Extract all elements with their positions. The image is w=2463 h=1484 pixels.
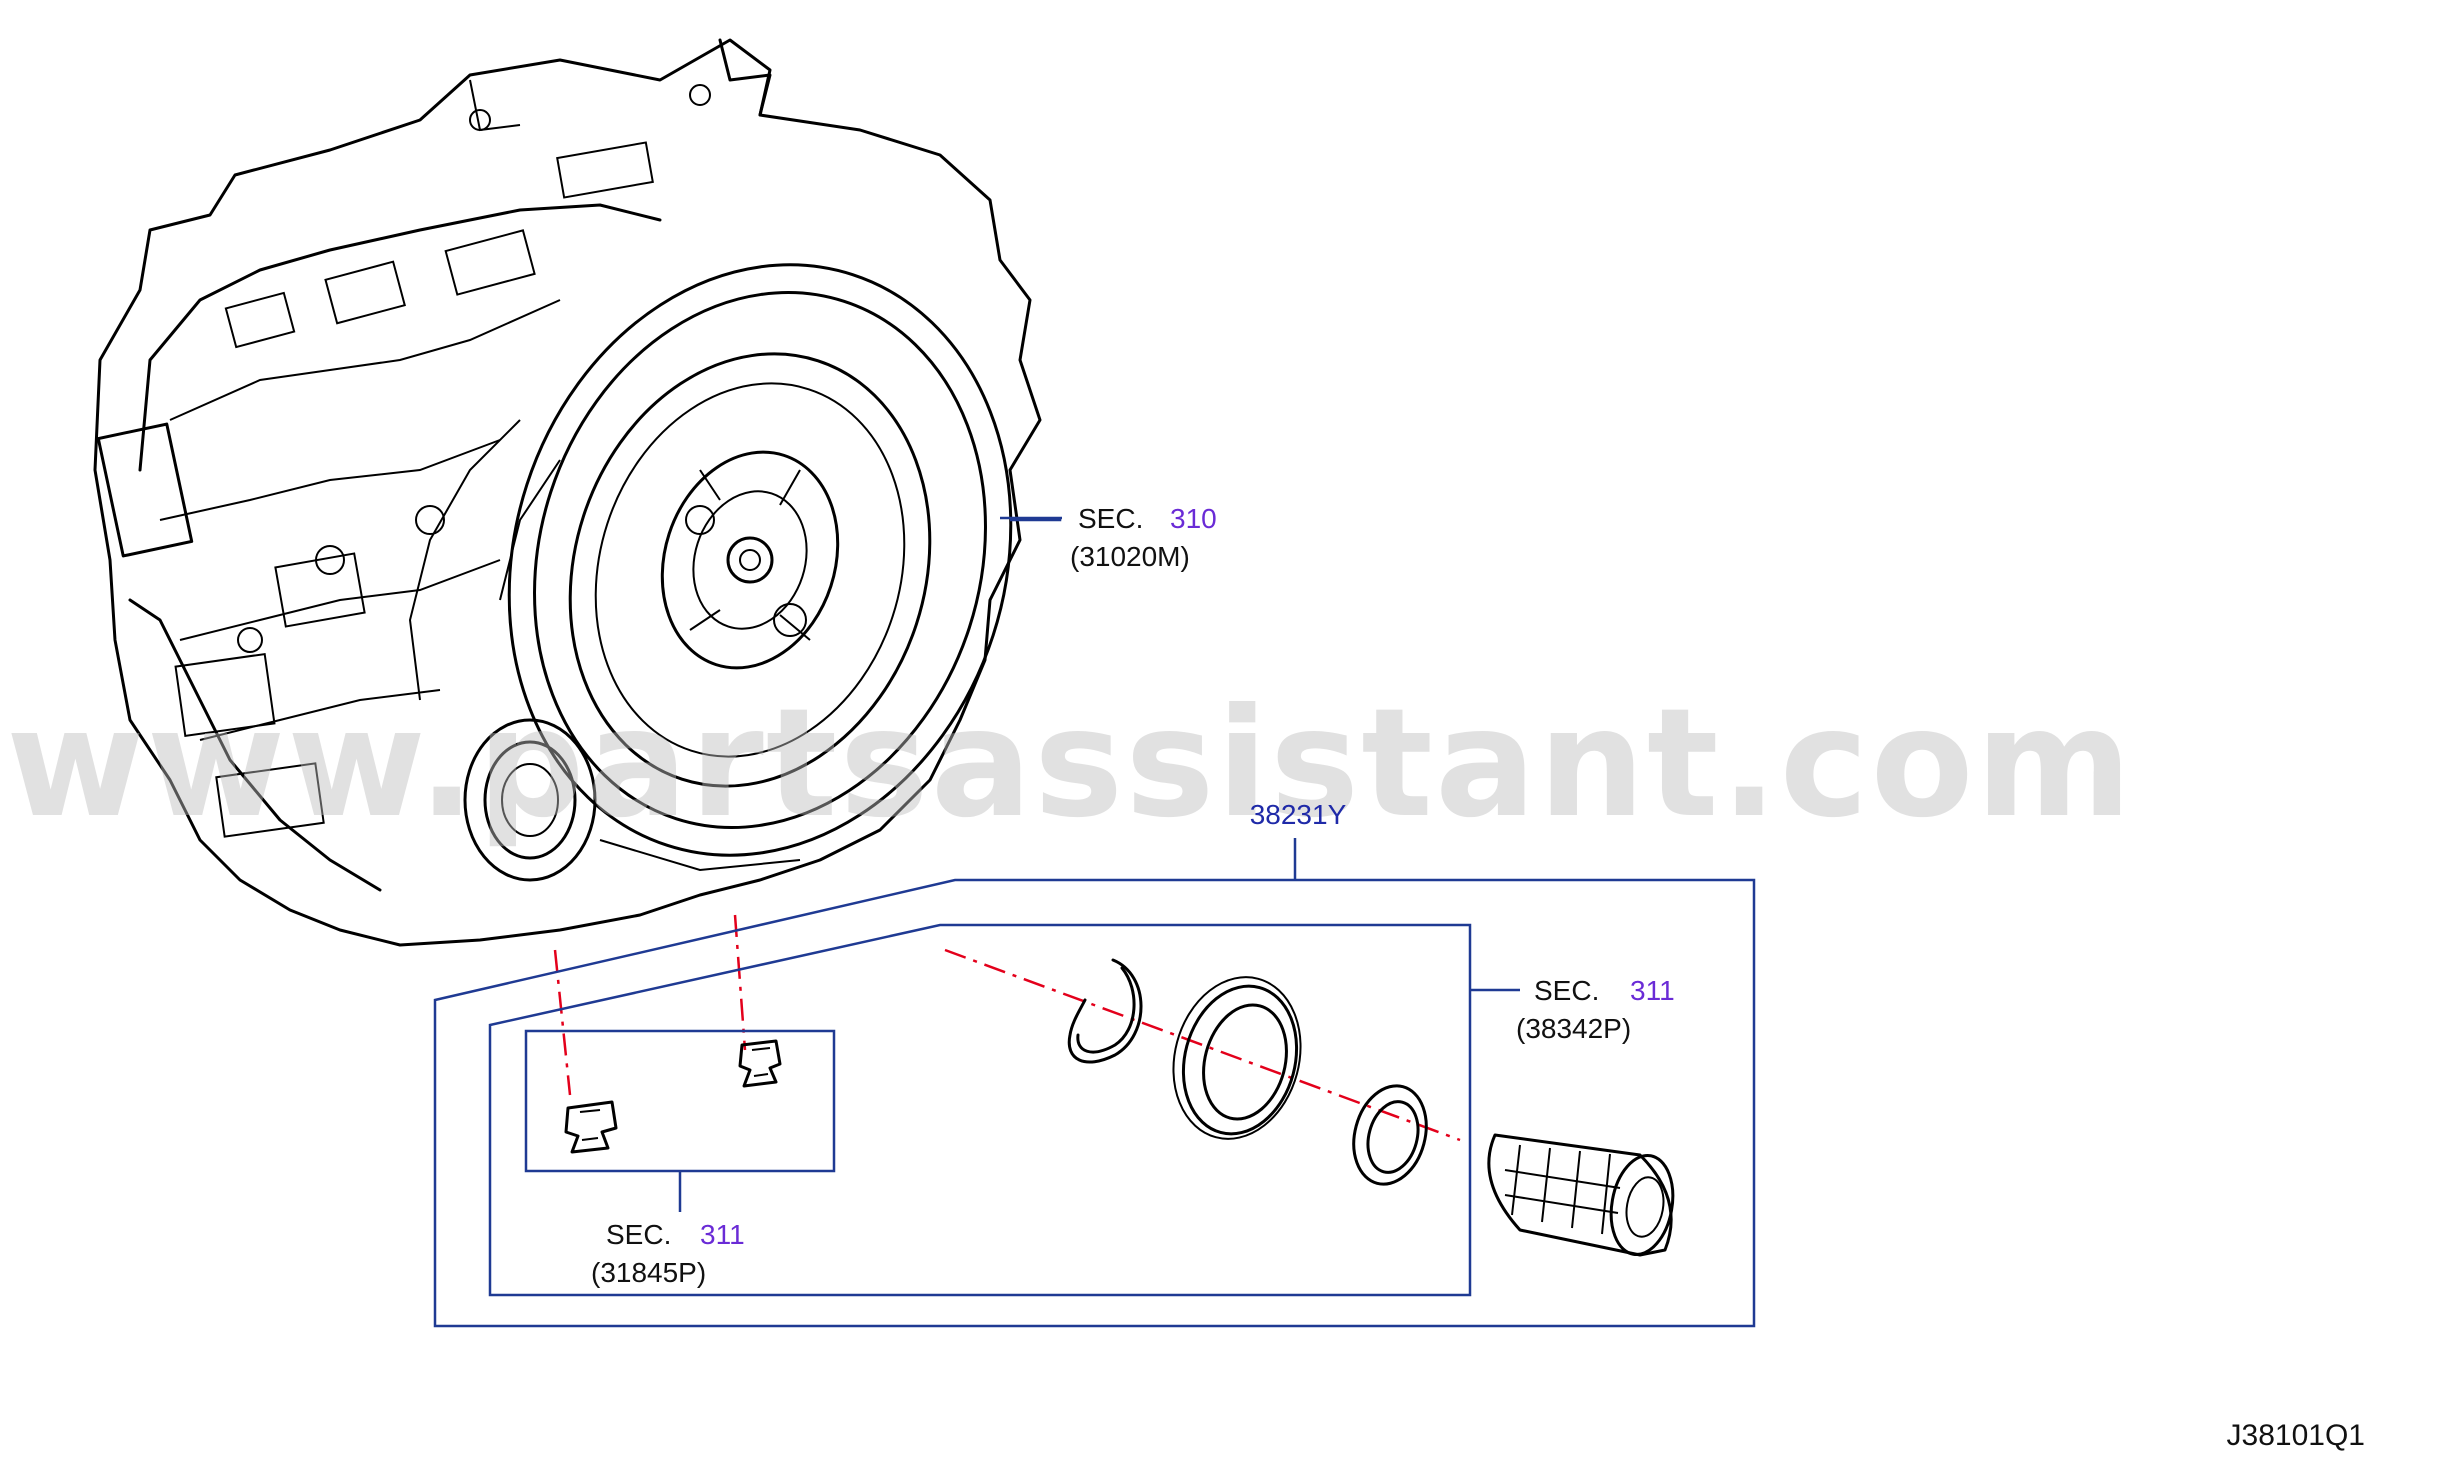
part-ref-31020m: (31020M) <box>1070 541 1190 572</box>
sec-number-311-bottom[interactable]: 311 <box>700 1219 745 1250</box>
kit-outer-box <box>433 878 1756 1328</box>
oil-seal <box>1172 976 1302 1140</box>
watermark-text: www.partsassistant.com <box>6 677 2134 851</box>
sec-label-310: SEC. <box>1078 503 1143 534</box>
o-ring <box>1352 1084 1428 1186</box>
sec-label-311-bottom: SEC. <box>606 1219 671 1250</box>
snap-ring <box>1067 958 1143 1064</box>
assembly-center-line <box>944 948 1461 1142</box>
kit-inner-box <box>488 923 1472 1297</box>
retaining-clip-right <box>738 1039 782 1088</box>
part-ref-31845p: (31845P) <box>591 1257 706 1288</box>
sec-number-310[interactable]: 310 <box>1170 503 1217 534</box>
part-number-38231y[interactable]: 38231Y <box>1250 799 1347 830</box>
callout-sec-310: SEC. 310 (31020M) <box>1000 503 1217 572</box>
retaining-clip-left <box>564 1100 618 1154</box>
callout-sec-311-38342p: SEC. 311 (38342P) <box>1516 975 1675 1044</box>
part-ref-38342p: (38342P) <box>1516 1013 1631 1044</box>
sec-label-311-right: SEC. <box>1534 975 1599 1006</box>
callout-sec-311-31845p: SEC. 311 (31845P) <box>591 1219 745 1288</box>
transmission-assembly-illustration <box>93 38 1042 1096</box>
needle-bearing <box>1487 1133 1675 1257</box>
diagram-code: J38101Q1 <box>2227 1419 2365 1452</box>
seal-kit-group: 38231Y <box>433 799 1756 1328</box>
sec-number-311-right[interactable]: 311 <box>1630 975 1675 1006</box>
